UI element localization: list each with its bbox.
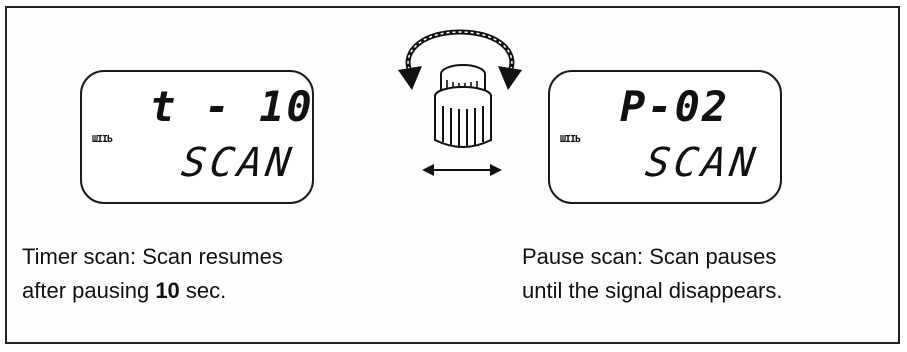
lcd-display-timer-scan: ШІІЬ t - 10 SCAN xyxy=(80,70,314,204)
lcd-top-readout: t - 10 xyxy=(150,82,314,131)
lcd-display-pause-scan: ШІІЬ P-02 SCAN xyxy=(548,70,782,204)
double-arrow-icon xyxy=(422,164,502,176)
caption-text: after pausing xyxy=(22,278,156,303)
caption-line: after pausing 10 sec. xyxy=(22,274,283,308)
caption-line: Timer scan: Scan resumes xyxy=(22,244,283,269)
caption-line: until the signal disappears. xyxy=(522,278,783,303)
caption-number: 10 xyxy=(155,278,180,303)
rotate-arrow-icon xyxy=(398,29,522,90)
signal-indicator: ШІІЬ xyxy=(92,134,113,145)
lcd-bottom-readout: SCAN xyxy=(178,140,298,186)
timer-scan-caption: Timer scan: Scan resumes after pausing 1… xyxy=(22,240,283,308)
caption-text: sec. xyxy=(179,278,227,303)
lcd-top-readout: P-02 xyxy=(620,82,730,131)
pause-scan-caption: Pause scan: Scan pauses until the signal… xyxy=(522,240,783,308)
lcd-bottom-readout: SCAN xyxy=(642,140,762,186)
dial-knob-icon xyxy=(434,64,492,148)
caption-line: Pause scan: Scan pauses xyxy=(522,244,777,269)
signal-indicator: ШІІЬ xyxy=(560,134,581,145)
